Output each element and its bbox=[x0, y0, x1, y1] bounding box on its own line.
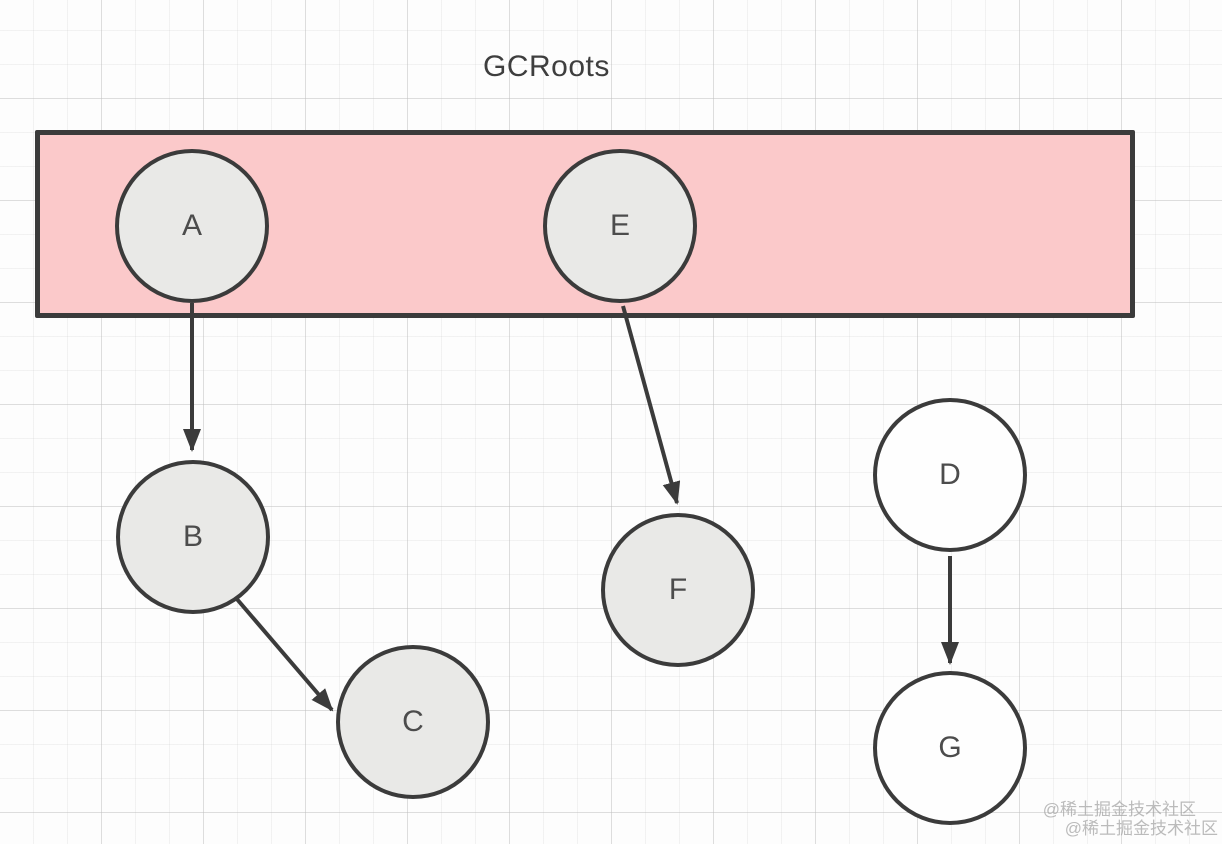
node-g: G bbox=[873, 671, 1027, 825]
watermark: @稀土掘金技术社区 @稀土掘金技术社区 bbox=[1043, 800, 1218, 838]
node-a: A bbox=[115, 149, 269, 303]
node-f-label: F bbox=[668, 573, 688, 606]
watermark-line-1: @稀土掘金技术社区 bbox=[1042, 800, 1196, 819]
node-g-label: G bbox=[938, 731, 962, 764]
node-e-label: E bbox=[609, 209, 630, 242]
node-a-label: A bbox=[181, 209, 202, 242]
diagram-title: GCRoots bbox=[483, 50, 610, 83]
edge-e-to-f bbox=[621, 305, 681, 505]
node-c-label: C bbox=[402, 705, 424, 738]
node-e: E bbox=[543, 149, 697, 303]
watermark-line-2: @稀土掘金技术社区 bbox=[1064, 819, 1218, 838]
node-b: B bbox=[116, 460, 270, 614]
node-b-label: B bbox=[182, 520, 203, 553]
node-d: D bbox=[873, 398, 1027, 552]
node-c: C bbox=[336, 645, 490, 799]
edge-b-to-c bbox=[234, 596, 334, 712]
node-f: F bbox=[601, 513, 755, 667]
node-d-label: D bbox=[939, 458, 961, 491]
